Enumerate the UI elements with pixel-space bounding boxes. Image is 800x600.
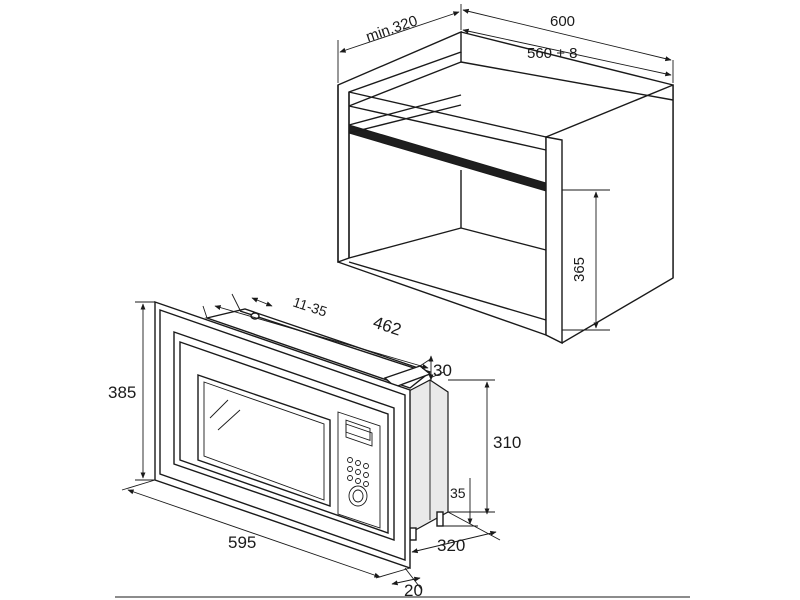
cabinet-dimensions <box>337 4 674 331</box>
inner-width-dimension-line <box>462 28 672 77</box>
label-depth-bottom: 320 <box>437 536 465 555</box>
label-foot-height: 35 <box>450 485 466 501</box>
label-depth-top: 462 <box>371 313 404 340</box>
oven-body <box>406 379 449 535</box>
label-inner-width: 560 + 8 <box>527 45 577 62</box>
label-depth-min: min.320 <box>364 12 420 45</box>
label-width: 600 <box>550 13 575 30</box>
label-height-front: 385 <box>108 383 136 402</box>
width-front-dimension-line <box>127 489 381 578</box>
label-niche-height: 365 <box>571 257 588 282</box>
microwave-dimensions <box>121 293 501 591</box>
depth-min-dimension-line <box>339 11 460 53</box>
cabinet-drawing <box>337 30 674 345</box>
label-height-body: 310 <box>493 433 521 452</box>
front-thickness-dimension-line <box>391 576 421 586</box>
label-front-thickness: 20 <box>404 581 423 600</box>
side-gap-dimension-line <box>251 297 273 307</box>
label-flange: 30 <box>433 361 452 380</box>
microwave-drawing <box>154 301 449 569</box>
depth-bottom-dimension-line <box>411 530 497 554</box>
label-width-front: 595 <box>228 533 256 552</box>
label-side-gap: 11-35 <box>291 294 329 320</box>
control-buttons <box>347 457 369 487</box>
depth-top-dimension-line <box>214 305 429 369</box>
